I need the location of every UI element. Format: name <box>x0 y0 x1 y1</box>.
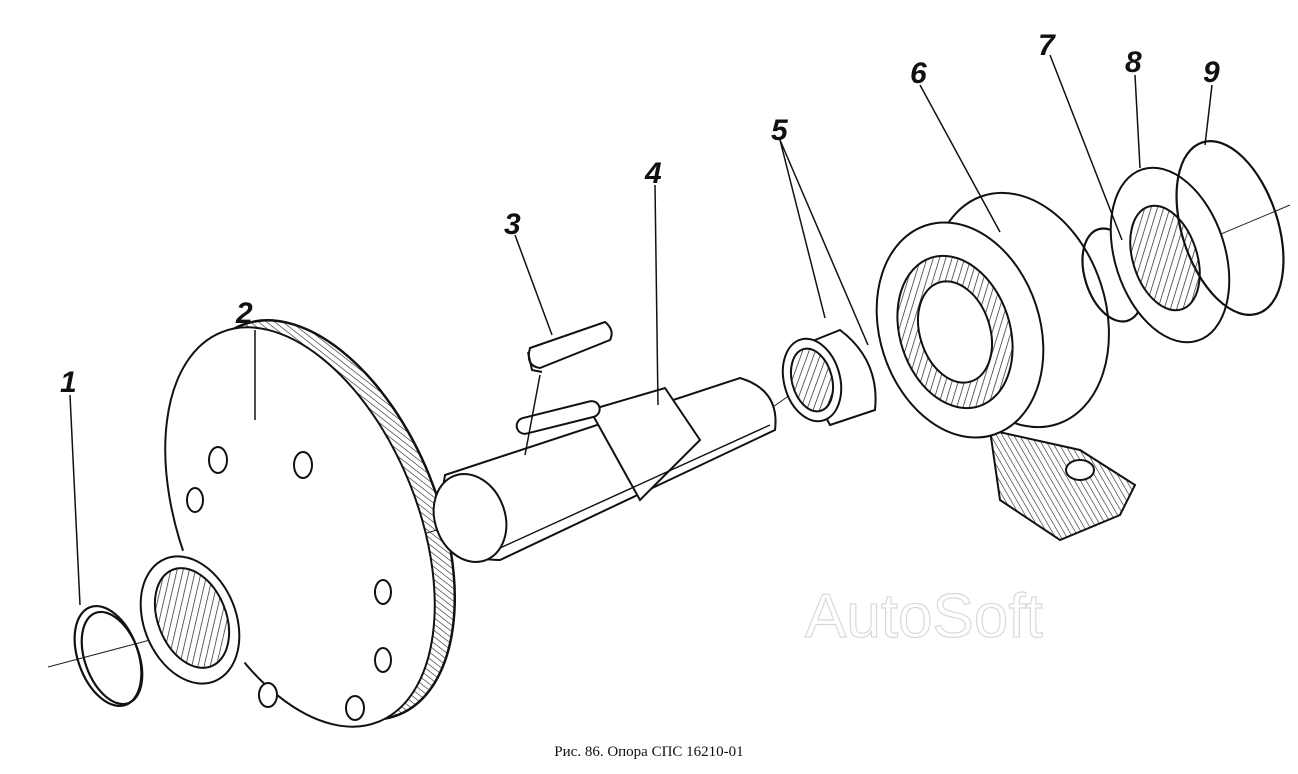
callout-9: 9 <box>1203 56 1220 89</box>
callout-4: 4 <box>644 157 662 190</box>
part-4-shaft <box>432 376 777 563</box>
part-2-flange <box>139 319 457 728</box>
callout-1: 1 <box>60 366 77 399</box>
part-6-bearing-housing <box>875 191 1137 542</box>
part-8-seal <box>1109 166 1231 344</box>
callout-7: 7 <box>1038 29 1056 62</box>
leader-lines <box>69 54 1213 606</box>
callout-labels: 1 2 3 4 5 6 7 8 9 <box>60 29 1220 399</box>
part-1-snap-ring <box>73 604 144 708</box>
watermark-text: AutoSoft <box>805 582 1043 651</box>
callout-8: 8 <box>1125 46 1142 79</box>
callout-3: 3 <box>504 208 521 241</box>
figure-caption: Рис. 86. Опора СПС 16210-01 <box>554 744 744 760</box>
callout-2: 2 <box>235 297 253 330</box>
callout-5: 5 <box>771 114 789 147</box>
part-3-key <box>527 320 613 373</box>
part-5-bushing <box>781 328 877 427</box>
callout-6: 6 <box>910 57 927 90</box>
part-9-snap-ring <box>1175 140 1285 316</box>
